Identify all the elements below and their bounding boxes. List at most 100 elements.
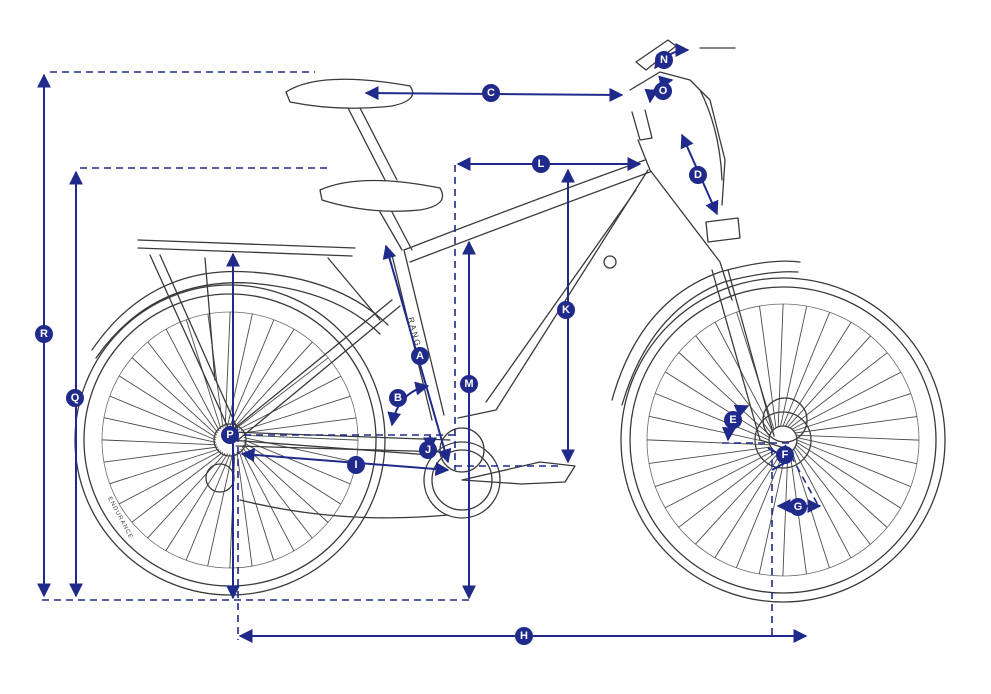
spoke bbox=[648, 415, 770, 443]
spoke bbox=[242, 417, 357, 434]
spoke bbox=[131, 451, 224, 523]
brake-rotor bbox=[762, 397, 808, 443]
seatpost-upper bbox=[347, 107, 398, 181]
marker-l: L bbox=[532, 155, 550, 173]
marker-g: G bbox=[789, 498, 807, 516]
svg-text:M: M bbox=[464, 378, 473, 390]
spoke bbox=[794, 446, 871, 545]
rear-mudguard-inner bbox=[95, 282, 381, 359]
spoke bbox=[793, 393, 911, 432]
spoke bbox=[207, 313, 224, 428]
marker-i: I bbox=[347, 456, 365, 474]
fork bbox=[711, 269, 791, 451]
spoke bbox=[232, 328, 295, 427]
pedal bbox=[461, 461, 576, 485]
marker-e: E bbox=[724, 411, 742, 429]
spoke bbox=[782, 312, 831, 427]
spoke bbox=[227, 313, 253, 427]
front-wheel bbox=[620, 277, 946, 603]
svg-text:O: O bbox=[659, 85, 668, 97]
spoke bbox=[243, 434, 359, 441]
spoke bbox=[780, 305, 808, 427]
bicycle-sketch: ENDURANCE bbox=[74, 39, 946, 603]
spoke bbox=[109, 448, 220, 485]
spoke bbox=[793, 448, 852, 559]
rear-rack bbox=[137, 239, 381, 433]
seat-stay bbox=[229, 299, 393, 433]
headlight bbox=[705, 217, 741, 243]
dimension-lines bbox=[37, 43, 822, 643]
saddle-lower bbox=[319, 179, 444, 212]
spoke bbox=[147, 452, 226, 539]
stem bbox=[631, 109, 653, 141]
spoke bbox=[185, 453, 231, 561]
front-mudguard-inner bbox=[621, 271, 799, 406]
spoke bbox=[101, 439, 217, 446]
svg-text:I: I bbox=[354, 459, 357, 471]
spoke bbox=[735, 453, 784, 568]
marker-b: B bbox=[389, 389, 407, 407]
svg-text:Q: Q bbox=[71, 392, 80, 404]
svg-text:A: A bbox=[416, 350, 424, 362]
spoke bbox=[796, 442, 901, 509]
svg-text:K: K bbox=[562, 304, 570, 316]
spoke bbox=[795, 444, 888, 528]
svg-text:B: B bbox=[394, 392, 402, 404]
svg-text:E: E bbox=[729, 414, 736, 426]
marker-h: H bbox=[515, 627, 533, 645]
spoke bbox=[678, 451, 777, 528]
marker-a: A bbox=[411, 347, 429, 365]
spoke bbox=[118, 450, 222, 505]
rear-tyre-text: ENDURANCE bbox=[106, 496, 133, 540]
spoke bbox=[777, 303, 784, 427]
svg-text:R: R bbox=[40, 328, 48, 340]
down-tube bbox=[457, 169, 649, 419]
svg-text:F: F bbox=[782, 449, 789, 461]
spoke bbox=[664, 450, 775, 509]
spoke bbox=[165, 453, 228, 552]
spoke bbox=[795, 416, 918, 434]
svg-text:N: N bbox=[660, 54, 668, 66]
marker-p: P bbox=[221, 426, 239, 444]
spoke bbox=[714, 321, 773, 432]
spoke bbox=[785, 322, 852, 427]
seatpost-lower bbox=[379, 211, 413, 251]
marker-c: C bbox=[482, 84, 500, 102]
svg-text:L: L bbox=[538, 158, 545, 170]
spoke bbox=[109, 395, 217, 441]
spoke bbox=[787, 335, 871, 428]
top-tube bbox=[403, 159, 646, 251]
spoke bbox=[243, 442, 342, 505]
spoke bbox=[207, 453, 233, 567]
spoke bbox=[655, 392, 770, 441]
dim-i bbox=[240, 447, 450, 477]
spoke bbox=[103, 417, 217, 443]
marker-k: K bbox=[557, 301, 575, 319]
spoke bbox=[665, 371, 770, 438]
marker-j: J bbox=[419, 441, 437, 459]
spoke bbox=[759, 305, 777, 428]
svg-text:C: C bbox=[487, 87, 495, 99]
handlebar bbox=[629, 71, 726, 206]
marker-f: F bbox=[776, 446, 794, 464]
spoke bbox=[714, 453, 781, 558]
svg-text:J: J bbox=[425, 444, 431, 456]
svg-text:H: H bbox=[520, 630, 528, 642]
spoke bbox=[229, 319, 275, 427]
battery-lock bbox=[603, 255, 617, 269]
spoke bbox=[796, 439, 911, 488]
marker-n: N bbox=[655, 51, 673, 69]
spoke bbox=[678, 352, 771, 436]
spoke bbox=[791, 371, 902, 430]
spoke bbox=[796, 434, 920, 441]
svg-text:D: D bbox=[694, 169, 702, 181]
spoke bbox=[796, 437, 918, 465]
spoke bbox=[655, 448, 773, 487]
rear-mudguard bbox=[91, 270, 389, 351]
spoke bbox=[648, 446, 771, 464]
spoke bbox=[782, 453, 789, 577]
spoke bbox=[118, 375, 217, 438]
spoke bbox=[238, 375, 342, 430]
